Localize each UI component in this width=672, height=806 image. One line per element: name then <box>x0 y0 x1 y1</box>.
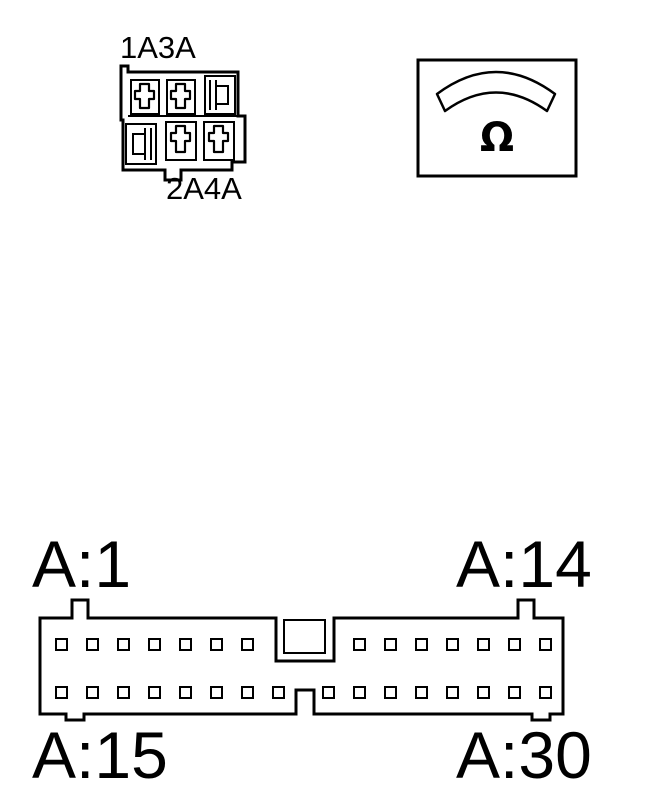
pin-cavity-15 <box>55 686 68 699</box>
pin-cavity-29 <box>508 686 521 699</box>
connector-key <box>283 619 326 654</box>
connector-body <box>38 598 565 722</box>
pin-cavity-25 <box>384 686 397 699</box>
pin-cavity-3 <box>117 638 130 651</box>
pin-cavity-9 <box>384 638 397 651</box>
pin-cavity-18 <box>148 686 161 699</box>
pin-cavity-30 <box>539 686 552 699</box>
fuse-block-outline <box>119 64 247 182</box>
pin-row-top <box>55 638 552 651</box>
pin-cavity-10 <box>415 638 428 651</box>
pin-cavity-16 <box>86 686 99 699</box>
fuse-slot-4 <box>203 121 235 161</box>
pin-cavity-12 <box>477 638 490 651</box>
pin-cavity-28 <box>477 686 490 699</box>
pin-label-a1: A:1 <box>32 527 131 601</box>
pin-row-bottom <box>55 686 552 699</box>
ohm-symbol: Ω <box>480 115 514 161</box>
pin-cavity-17 <box>117 686 130 699</box>
pin-label-a30: A:30 <box>456 718 592 792</box>
pin-cavity-14 <box>539 638 552 651</box>
pin-cavity-6 <box>210 638 223 651</box>
pin-cavity-1 <box>55 638 68 651</box>
fuse-block: 1A3A 2A4A <box>119 30 247 206</box>
pin-cavity-4 <box>148 638 161 651</box>
pin-cavity-22 <box>272 686 285 699</box>
pin-cavity-2 <box>86 638 99 651</box>
ohmmeter-icon: Ω <box>416 58 578 178</box>
pin-cavity-19 <box>179 686 192 699</box>
pin-cavity-24 <box>353 686 366 699</box>
fuse-block-bottom-label: 2A4A <box>166 171 242 206</box>
pin-cavity-20 <box>210 686 223 699</box>
pin-cavity-23 <box>322 686 335 699</box>
fuse-slot-2 <box>165 121 197 161</box>
pin-cavity-21 <box>241 686 254 699</box>
pin-cavity-13 <box>508 638 521 651</box>
connector: A:1 A:14 A:15 A:30 <box>32 527 592 792</box>
pin-cavity-27 <box>446 686 459 699</box>
pin-label-a14: A:14 <box>456 527 592 601</box>
relay-slot-lower <box>125 123 157 165</box>
pin-cavity-11 <box>446 638 459 651</box>
relay-slot-upper <box>204 75 236 115</box>
pin-cavity-26 <box>415 686 428 699</box>
pin-cavity-7 <box>241 638 254 651</box>
pin-label-a15: A:15 <box>32 718 168 792</box>
pin-cavity-8 <box>353 638 366 651</box>
fuse-slot-3 <box>166 79 196 115</box>
fuse-block-top-label: 1A3A <box>120 30 196 65</box>
pin-cavity-5 <box>179 638 192 651</box>
fuse-slot-1 <box>130 79 160 115</box>
